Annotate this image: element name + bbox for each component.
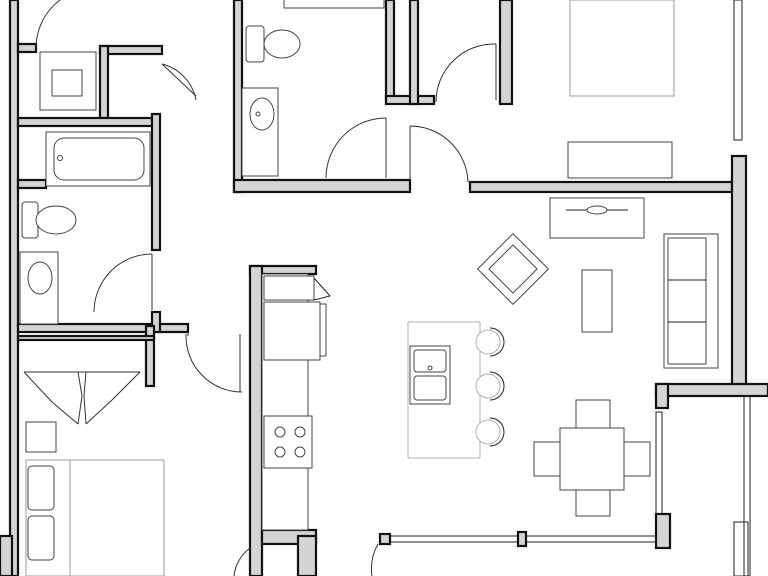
wall-left-exterior — [8, 0, 20, 576]
door-upper-hall — [409, 125, 469, 183]
dining-area — [370, 395, 751, 576]
wall-bedroom-upper-left — [498, 0, 514, 106]
burner-icon — [274, 446, 286, 458]
toilet-upper — [245, 25, 301, 63]
left-bathroom — [19, 0, 243, 393]
wall-right-step-post — [654, 382, 670, 410]
kitchen-island — [407, 321, 481, 459]
refrigerator — [263, 275, 331, 301]
wall-upper-bath-left — [232, 0, 244, 194]
burner-icon — [294, 446, 306, 458]
burner-icon — [274, 426, 286, 438]
washer — [39, 51, 97, 111]
sliding-door — [378, 530, 657, 548]
door-patio — [370, 543, 379, 576]
wall-dining-corner — [654, 512, 672, 550]
closet-bifold-doors — [23, 371, 141, 425]
cooktop — [263, 415, 313, 469]
door-bedroom-lower — [185, 332, 243, 393]
bed-upper — [569, 0, 675, 97]
dining-chair — [575, 489, 611, 517]
wall-closet-top — [98, 44, 164, 56]
door-upper-bath — [325, 117, 387, 179]
dining-chair — [575, 399, 611, 429]
wall-closet-lower-right — [144, 324, 156, 388]
burner-icon — [294, 426, 306, 438]
vanity-left — [19, 251, 59, 325]
coffee-table — [581, 269, 613, 333]
wall-kitchen-left — [248, 264, 264, 576]
frame-right-lower — [733, 521, 749, 576]
door-closet-upper — [161, 63, 197, 101]
sofa — [663, 233, 719, 369]
kitchen — [233, 273, 505, 576]
door-left-top — [35, 0, 61, 49]
bedroom-upper-right — [567, 0, 743, 179]
nightstand — [25, 421, 57, 453]
wall-upper-bath-bottom — [232, 178, 412, 194]
door-bedroom-upper — [435, 43, 497, 103]
bed-lower — [25, 459, 165, 576]
wall-right-step — [654, 382, 768, 398]
wall-upper-bath-post — [408, 0, 420, 106]
door-kitchen-bottom — [233, 547, 251, 576]
bathtub-left — [45, 131, 151, 187]
toilet-left — [21, 201, 77, 239]
bedroom-lower-left — [23, 371, 165, 576]
dining-chair — [533, 441, 561, 477]
bar-stools — [475, 327, 505, 447]
wall-bottom-left-stub — [0, 534, 14, 576]
dining-chair — [623, 441, 651, 477]
wall-kitchen-bottom-post — [296, 534, 318, 576]
wall-left-bath-bottom — [16, 322, 190, 334]
wall-left-bath-divider-2 — [16, 178, 48, 190]
living-room — [476, 197, 719, 369]
armchair — [476, 232, 550, 306]
wall-left-bath-stub — [150, 310, 162, 334]
oven-unit — [263, 301, 327, 361]
wall-left-bath-mid — [16, 116, 160, 128]
dining-table — [559, 427, 625, 491]
window-dining — [655, 411, 663, 515]
wall-left-bath-top — [16, 42, 38, 54]
wall-bedroom-upper-bottom — [468, 180, 734, 194]
wall-upper-bath-right — [384, 0, 396, 102]
bathtub — [283, 0, 385, 9]
wall-closet-lower-top — [16, 334, 156, 342]
door-left-bath — [93, 253, 153, 313]
tv-console — [549, 197, 645, 239]
window-right-lower — [743, 395, 751, 576]
vanity-upper — [241, 87, 279, 177]
upper-bathroom — [241, 0, 497, 183]
wall-closet-right — [98, 44, 110, 120]
wall-left-bath-divider — [150, 112, 162, 252]
window-right-upper — [733, 0, 743, 141]
dresser-upper — [567, 141, 673, 179]
wall-right-exterior — [730, 154, 748, 396]
